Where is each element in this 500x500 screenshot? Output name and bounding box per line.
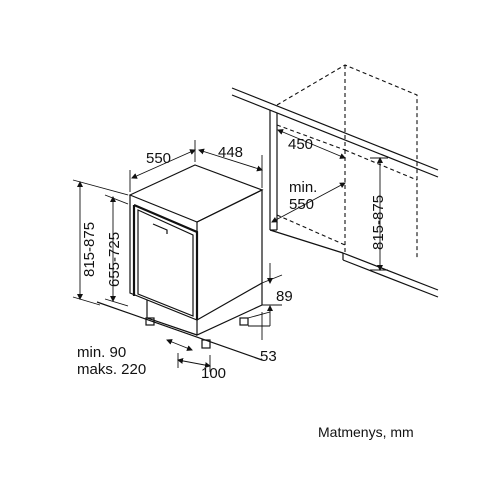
niche-depth-label-line1: min. — [289, 179, 317, 196]
niche-depth-label-line2: 550 — [289, 196, 314, 213]
plinth-depth-label-line2: maks. 220 — [77, 361, 146, 378]
appliance-height-dimension: 815-875 — [72, 179, 129, 306]
caption: Matmenys, mm — [318, 424, 414, 440]
foot-offset-dimension: 53 — [247, 311, 277, 365]
plinth-height-dimension: 89 — [261, 263, 293, 326]
depth-label: 550 — [146, 150, 171, 167]
foot-spacing-label: 100 — [201, 365, 226, 382]
plinth-height-label: 89 — [276, 288, 293, 305]
foot-offset-label: 53 — [260, 348, 277, 365]
niche-width-label: 450 — [288, 136, 313, 153]
width-label: 448 — [218, 144, 243, 161]
door-height-dimension: 655-725 — [104, 194, 129, 307]
door-height-label: 655-725 — [106, 232, 123, 287]
niche-drawing — [231, 64, 439, 298]
niche-height-label: 815-875 — [370, 195, 387, 250]
foot-spacing-dimension: 100 — [177, 353, 226, 382]
plinth-depth-label-line1: min. 90 — [77, 344, 126, 361]
plinth-depth-dimension: min. 90 maks. 220 — [77, 339, 193, 378]
appliance-height-label: 815-875 — [81, 222, 98, 277]
dishwasher-drawing — [96, 164, 264, 361]
depth-dimension: 550 — [129, 140, 196, 192]
niche-depth-dimension: min. 550 — [271, 179, 346, 223]
width-dimension: 448 — [198, 144, 263, 188]
niche-width-dimension: 450 — [277, 129, 346, 159]
niche-height-dimension: 815-875 — [370, 157, 388, 271]
